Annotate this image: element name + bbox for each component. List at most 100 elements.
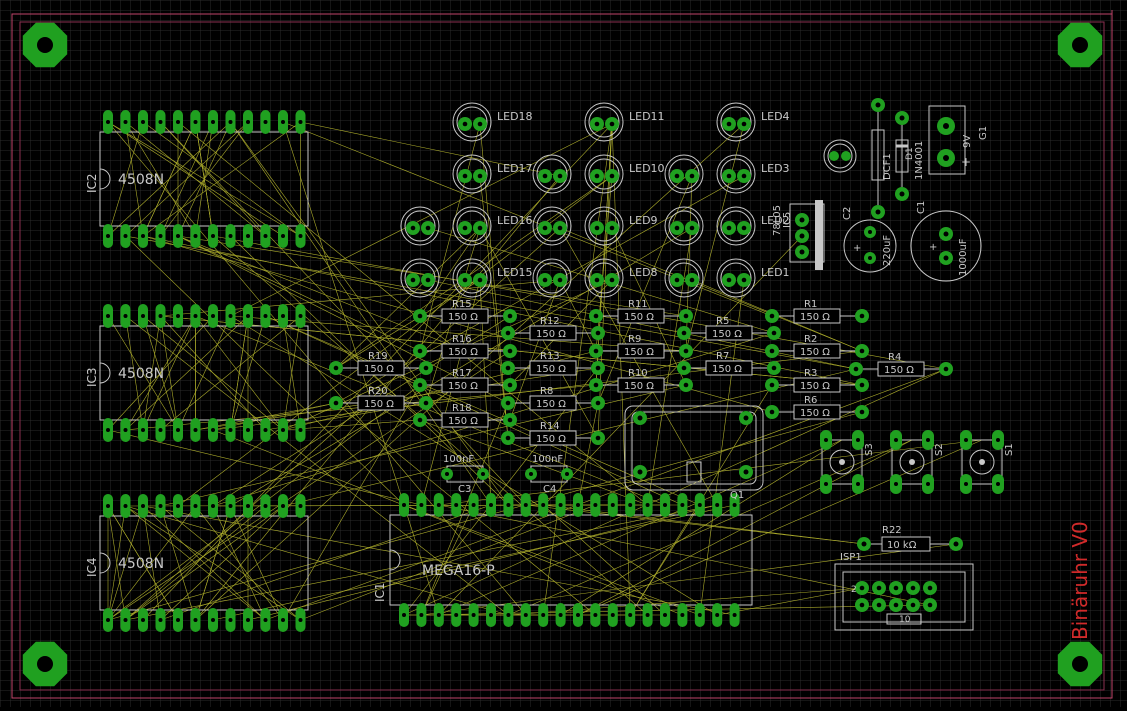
- resistor-r3[interactable]: 150 ΩR3: [765, 368, 869, 393]
- c3-name: C3: [458, 484, 471, 495]
- ic-pin: [278, 494, 288, 518]
- switch-s1[interactable]: S1: [960, 430, 1015, 494]
- resistor-pad: [765, 405, 779, 419]
- led[interactable]: [532, 154, 572, 194]
- led[interactable]: LED1: [716, 258, 790, 298]
- ic-pin: [278, 224, 288, 248]
- led-pad: [605, 273, 619, 287]
- resistor-pad: [591, 396, 605, 410]
- led-pad: [458, 221, 472, 235]
- mounting-holes: [22, 22, 1103, 687]
- ic-pin: [120, 494, 131, 518]
- led[interactable]: [532, 206, 572, 246]
- led[interactable]: [532, 258, 572, 298]
- r22-value: 10 kΩ: [887, 540, 917, 551]
- led[interactable]: LED8: [584, 258, 658, 298]
- led[interactable]: [400, 206, 440, 246]
- r22-name: R22: [882, 525, 902, 536]
- resistor-r2[interactable]: 150 ΩR2: [765, 334, 869, 359]
- resistor-value: 150 Ω: [536, 329, 566, 340]
- led[interactable]: LED16: [452, 206, 533, 246]
- resistor-r5[interactable]: 150 ΩR5: [677, 316, 781, 341]
- capacitor-c2[interactable]: + 220uF C2: [842, 207, 897, 273]
- resistor-name: R5: [716, 316, 729, 327]
- led[interactable]: [664, 154, 704, 194]
- resistor-r1[interactable]: 150 ΩR1: [765, 299, 869, 324]
- led-label: LED15: [497, 266, 533, 279]
- dcf-module[interactable]: DCF1: [823, 98, 893, 219]
- led-pad: [737, 273, 751, 287]
- capacitor-c3[interactable]: 100nF C3: [441, 454, 489, 495]
- switch-s2[interactable]: S2: [890, 430, 945, 494]
- led[interactable]: LED2: [716, 206, 790, 246]
- capacitor-c1[interactable]: + 1000uF C1: [910, 201, 982, 282]
- battery-g1[interactable]: + 9V G1: [928, 105, 989, 175]
- resistor-r9[interactable]: 150 ΩR9: [589, 334, 693, 359]
- led[interactable]: LED9: [584, 206, 658, 246]
- led[interactable]: [664, 258, 704, 298]
- capacitor-c4[interactable]: 100nF C4: [525, 454, 573, 495]
- led[interactable]: LED10: [584, 154, 665, 194]
- isp-header[interactable]: ISP1 2 10: [834, 552, 974, 631]
- isp-pin: [872, 598, 886, 612]
- ic-pin: [503, 603, 514, 627]
- board-title: Binäruhr V0: [1068, 521, 1092, 640]
- switch-s3[interactable]: S3: [820, 430, 875, 494]
- resistor-r22[interactable]: 10 kΩ R22: [857, 525, 963, 552]
- misc-layer[interactable]: 100nF C3 100nF C4 Q1 78: [441, 98, 989, 631]
- ic-pin: [138, 418, 148, 442]
- led[interactable]: LED18: [452, 102, 533, 142]
- crystal-q1[interactable]: Q1: [624, 405, 764, 501]
- led[interactable]: LED15: [452, 258, 533, 298]
- led[interactable]: LED3: [716, 154, 790, 194]
- ic-pin: [103, 494, 113, 518]
- led[interactable]: LED4: [716, 102, 790, 142]
- led[interactable]: [664, 206, 704, 246]
- ic-pin: [173, 110, 183, 134]
- ic-pin: [573, 603, 583, 627]
- led[interactable]: [400, 258, 440, 298]
- resistor-r7[interactable]: 150 ΩR7: [677, 351, 781, 376]
- led-pad: [473, 221, 487, 235]
- led[interactable]: LED11: [584, 102, 665, 142]
- ic-pin: [433, 493, 444, 517]
- resistor-name: R20: [368, 386, 388, 397]
- resistor-r4[interactable]: 150 ΩR4: [849, 352, 953, 377]
- regulator-ic5[interactable]: 78L05 IC5: [772, 200, 825, 270]
- ic-pin: [278, 418, 288, 442]
- resistor-r8[interactable]: 150 ΩR8: [501, 386, 605, 411]
- ic-pin: [120, 608, 131, 632]
- resistor-pad: [679, 309, 693, 323]
- ic-pin: [260, 418, 271, 442]
- resistor-name: R18: [452, 403, 472, 414]
- resistor-r6[interactable]: 150 ΩR6: [765, 395, 869, 420]
- ic-pin: [208, 608, 218, 632]
- ic-pin: [295, 608, 306, 632]
- led[interactable]: LED17: [452, 154, 533, 194]
- resistor-pad: [589, 378, 603, 392]
- switch-pad: [960, 430, 972, 450]
- diode-d1[interactable]: 1N4001 D1: [895, 111, 925, 201]
- led-pad: [590, 221, 604, 235]
